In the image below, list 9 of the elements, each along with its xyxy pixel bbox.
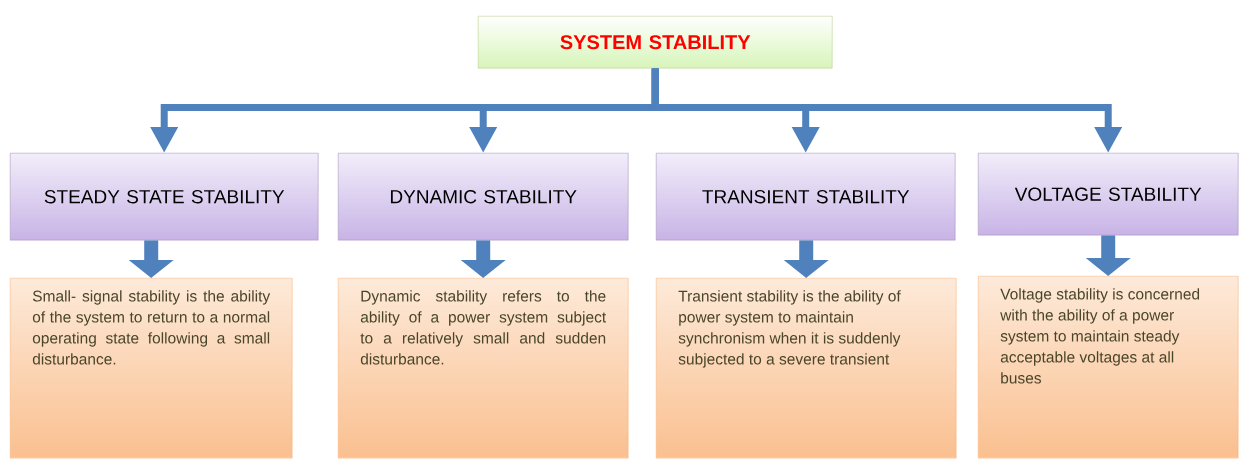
description-box: Voltage stability is concerned with the ability of a power system to maintain steady acceptable voltages at all buses <box>978 276 1239 459</box>
description-box: Small- signal stability is the ability of the system to return to a normal operating state following a small disturbance. <box>10 278 293 459</box>
description-box: Transient stability is the ability of power system to maintain synchronism when it is suddenly subjected to a severe transient <box>656 278 957 459</box>
category-box: TRANSIENT STABILITY <box>656 153 956 241</box>
category-box: VOLTAGE STABILITY <box>978 153 1239 236</box>
title-box: SYSTEM STABILITY <box>478 16 833 69</box>
description-box: Dynamic stability refers to the ability of a power system subject to a relatively small and sudden disturbance. <box>338 278 629 459</box>
category-box: STEADY STATE STABILITY <box>10 153 319 241</box>
category-box: DYNAMIC STABILITY <box>338 153 629 241</box>
